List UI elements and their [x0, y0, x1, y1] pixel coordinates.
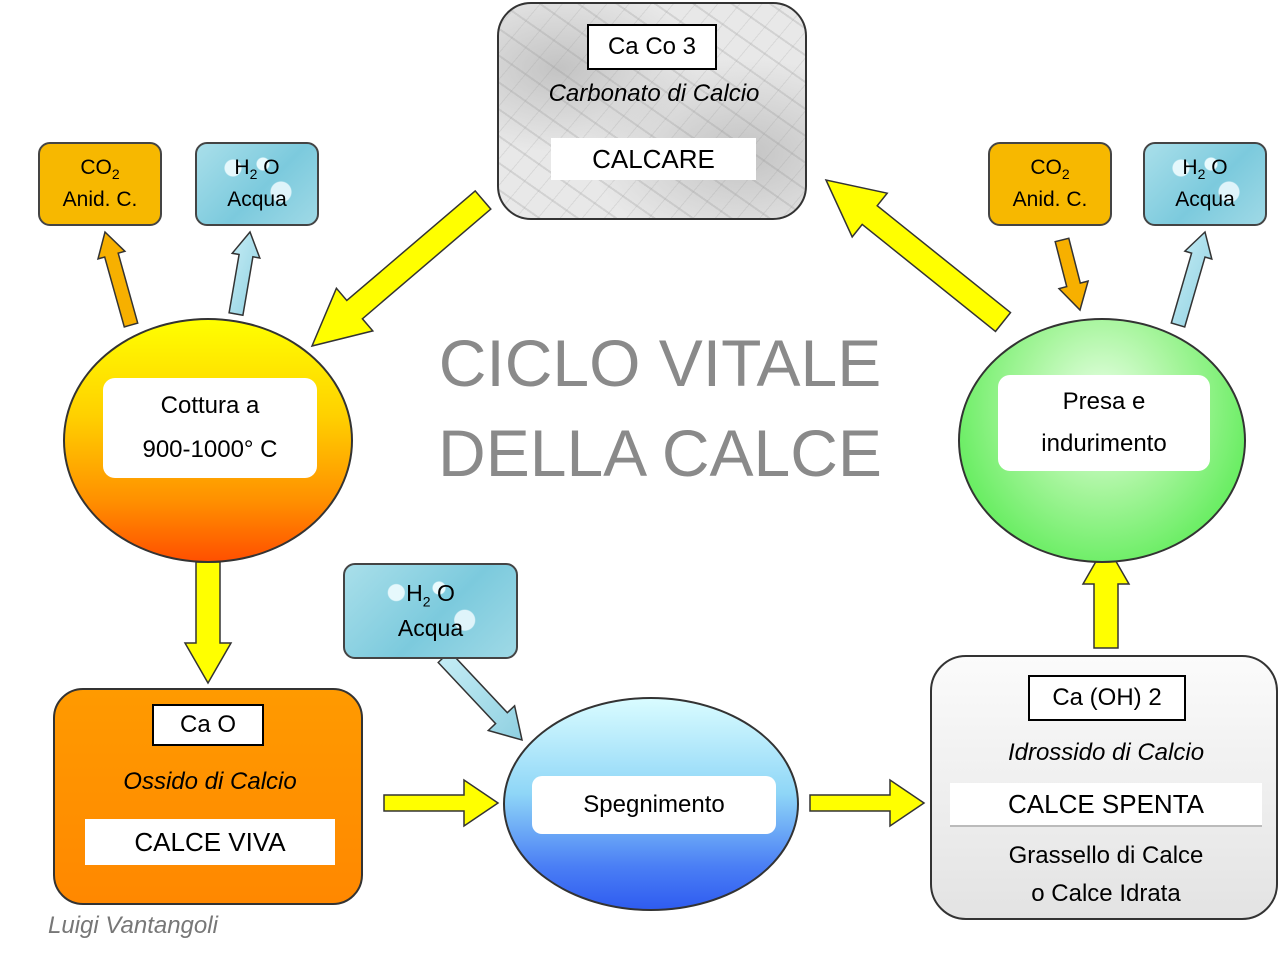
- calce-spenta-box: Ca (OH) 2 Idrossido di Calcio CALCE SPEN…: [930, 655, 1278, 920]
- author-signature: Luigi Vantangoli: [48, 912, 218, 939]
- h2o-left-formula: H2 O: [234, 156, 280, 183]
- presa-line-2: indurimento: [1041, 430, 1167, 457]
- arrow-h2o-mid-to-spegnimento: [437, 650, 523, 742]
- arrow-spegnimento-to-calce-spenta: [809, 778, 926, 828]
- calce-spenta-common-name: CALCE SPENTA: [950, 783, 1262, 827]
- calce-spenta-chemical-name: Idrossido di Calcio: [1007, 739, 1205, 766]
- presa-ellipse: Presa e indurimento: [958, 318, 1246, 563]
- calce-spenta-alt-line-1: Grassello di Calce: [1008, 842, 1204, 869]
- arrow-cottura-to-co2: [96, 230, 139, 328]
- cottura-line-2: 900-1000° C: [142, 436, 278, 463]
- h2o-right-formula: H2 O: [1182, 156, 1228, 183]
- co2-left-name: Anid. C.: [62, 187, 138, 211]
- arrow-presa-to-h2o: [1170, 230, 1213, 328]
- title-line-1: CICLO VITALE: [438, 326, 882, 400]
- h2o-left-name: Acqua: [227, 187, 287, 211]
- cottura-line-1: Cottura a: [160, 392, 260, 419]
- h2o-right-box: H2 O Acqua: [1143, 142, 1267, 226]
- co2-right-name: Anid. C.: [1012, 187, 1088, 211]
- calce-viva-box: Ca O Ossido di Calcio CALCE VIVA: [53, 688, 363, 905]
- h2o-mid-formula: H2 O: [406, 579, 455, 610]
- spegnimento-label: Spegnimento: [532, 776, 776, 834]
- arrow-co2-to-presa: [1054, 237, 1090, 312]
- cottura-ellipse: Cottura a 900-1000° C: [63, 318, 353, 563]
- calce-viva-common-name: CALCE VIVA: [85, 819, 335, 865]
- calcare-chemical-name: Carbonato di Calcio: [548, 80, 760, 107]
- calcare-formula: Ca Co 3: [587, 24, 717, 70]
- arrow-presa-to-calcare: [824, 178, 1012, 333]
- co2-right-box: CO2 Anid. C.: [988, 142, 1112, 226]
- diagram-title: CICLO VITALE DELLA CALCE: [430, 318, 890, 498]
- arrow-cottura-to-calce-viva: [183, 561, 233, 685]
- presa-line-1: Presa e: [1062, 388, 1146, 415]
- h2o-mid-name: Acqua: [397, 614, 464, 641]
- calce-viva-formula: Ca O: [152, 704, 264, 746]
- arrow-calce-spenta-to-presa: [1081, 542, 1131, 649]
- h2o-mid-box: H2 O Acqua: [343, 563, 518, 659]
- arrow-calcare-to-cottura: [310, 189, 492, 348]
- calce-spenta-alt-line-2: o Calce Idrata: [1031, 880, 1181, 907]
- title-line-2: DELLA CALCE: [438, 416, 882, 490]
- calcare-box: Ca Co 3 Carbonato di Calcio CALCARE: [497, 2, 807, 220]
- arrow-calce-viva-to-spegnimento: [383, 778, 500, 828]
- arrow-cottura-to-h2o: [228, 230, 261, 317]
- calce-viva-chemical-name: Ossido di Calcio: [123, 768, 297, 795]
- co2-left-box: CO2 Anid. C.: [38, 142, 162, 226]
- spegnimento-ellipse: Spegnimento: [503, 697, 799, 911]
- co2-right-formula: CO2: [1030, 156, 1070, 183]
- calcare-common-name: CALCARE: [551, 138, 756, 180]
- co2-left-formula: CO2: [80, 156, 120, 183]
- h2o-right-name: Acqua: [1175, 187, 1235, 211]
- calce-spenta-formula: Ca (OH) 2: [1028, 675, 1186, 721]
- h2o-left-box: H2 O Acqua: [195, 142, 319, 226]
